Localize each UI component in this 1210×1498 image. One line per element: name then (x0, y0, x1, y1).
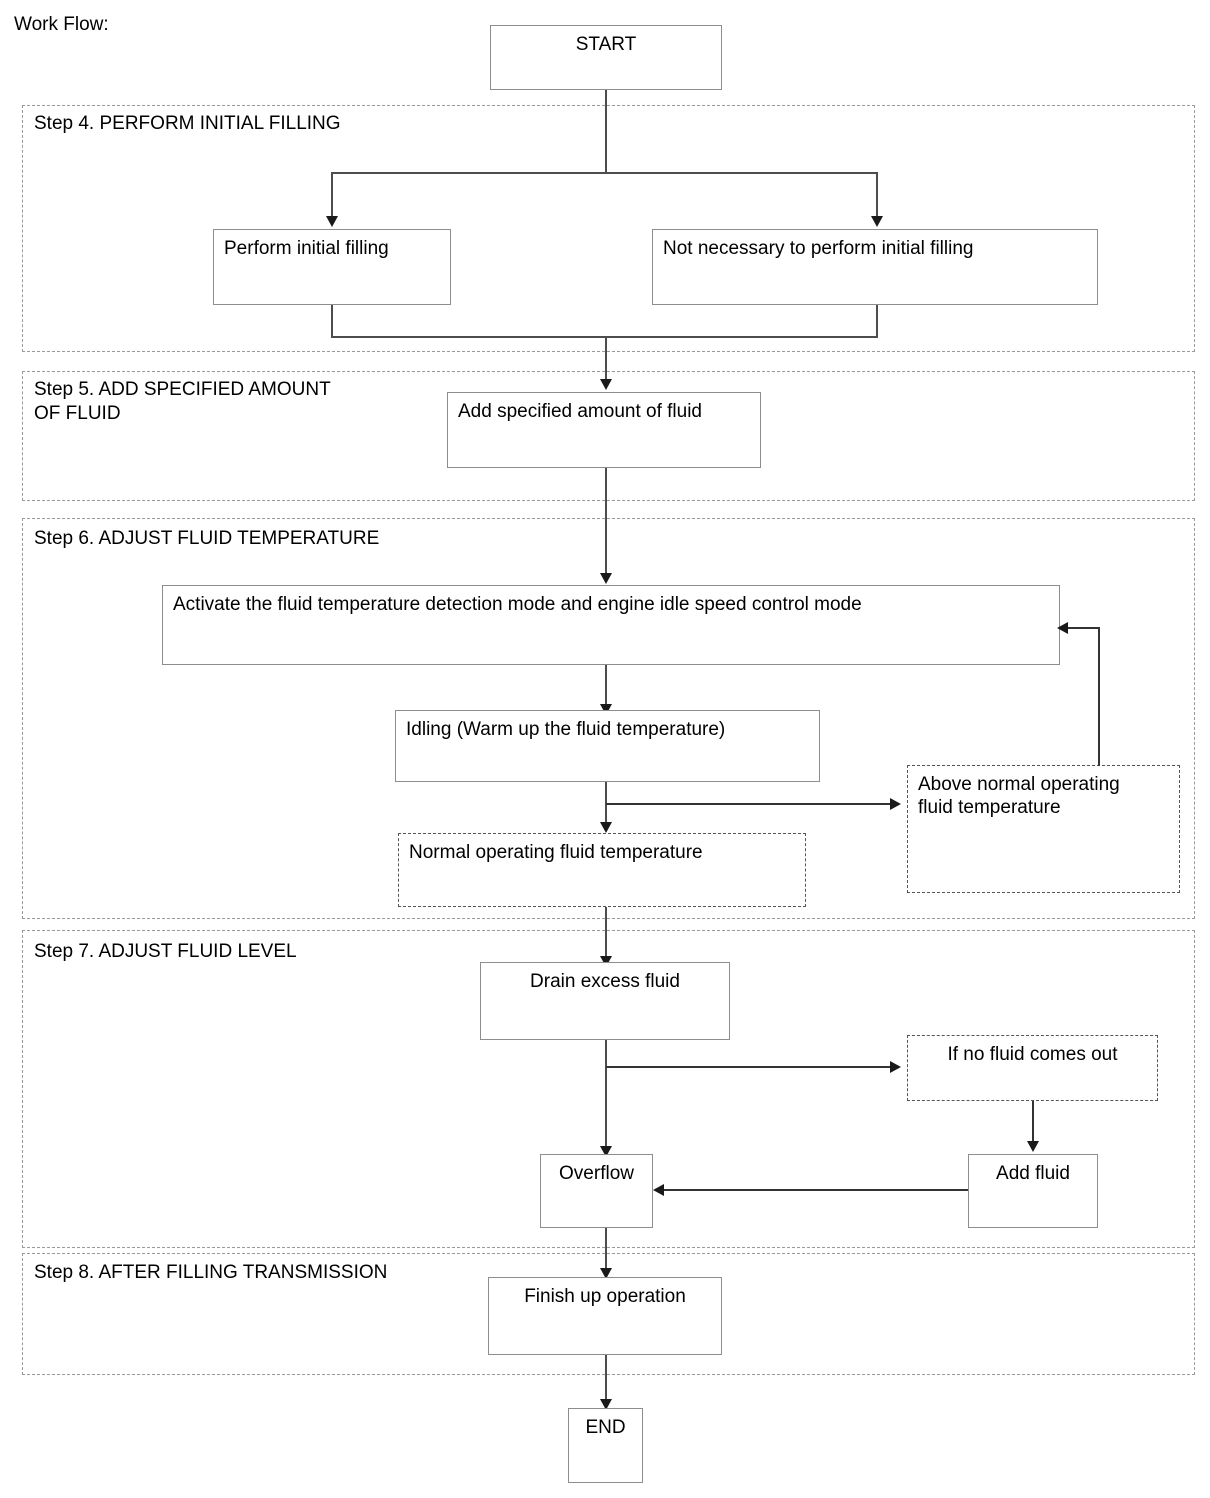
step-container-step7 (22, 930, 1195, 1248)
step-label-step5: Step 5. ADD SPECIFIED AMOUNT OF FLUID (34, 379, 331, 424)
node-normal-operating-fluid-temperature: Normal operating fluid temperature (398, 833, 806, 907)
connector-start-down (605, 90, 607, 173)
node-idling-warm-up: Idling (Warm up the fluid temperature) (395, 710, 820, 782)
connector-feedback-left (1068, 627, 1100, 629)
connector-perform-initial-filling-down (331, 305, 333, 338)
arrowhead-to-overflow-from-add-fluid (653, 1184, 664, 1196)
connector-if-no-fluid-down (1032, 1101, 1034, 1145)
step-container-step6 (22, 518, 1195, 919)
step-label-step6: Step 6. ADJUST FLUID TEMPERATURE (34, 528, 380, 549)
arrowhead-to-activate-detection-mode (600, 573, 612, 584)
step-label-step7: Step 7. ADJUST FLUID LEVEL (34, 941, 297, 962)
step-container-step5 (22, 371, 1195, 501)
arrowhead-to-idling (600, 704, 612, 715)
connector-drain-to-if-no-fluid (606, 1066, 891, 1068)
step-container-step8 (22, 1253, 1195, 1375)
node-above-normal-operating-fluid-temperature: Above normal operating fluid temperature (907, 765, 1180, 893)
connector-drain-down (605, 1040, 607, 1158)
arrowhead-to-not-necessary-initial-filling (871, 216, 883, 227)
connector-overflow-to-finish (605, 1228, 607, 1280)
node-if-no-fluid-comes-out: If no fluid comes out (907, 1035, 1158, 1101)
step-label-step4: Step 4. PERFORM INITIAL FILLING (34, 113, 341, 134)
node-add-fluid: Add fluid (968, 1154, 1098, 1228)
connector-idling-to-above-normal (606, 803, 891, 805)
connector-step5-to-step6 (605, 468, 607, 578)
node-perform-initial-filling: Perform initial filling (213, 229, 451, 305)
connector-step6-to-step7 (605, 907, 607, 964)
connector-activate-to-idling (605, 665, 607, 709)
connector-step4-merge-bus (331, 336, 878, 338)
connector-step4-left-down (331, 172, 333, 217)
arrowhead-to-overflow (600, 1146, 612, 1157)
connector-step4-right-down (876, 172, 878, 217)
arrowhead-feedback-to-activate (1057, 622, 1068, 634)
connector-step4-to-step5 (605, 336, 607, 380)
node-end: END (568, 1408, 643, 1483)
arrowhead-to-drain-excess-fluid (600, 956, 612, 967)
connector-feedback-up (1098, 627, 1100, 766)
arrowhead-to-if-no-fluid (890, 1061, 901, 1073)
arrowhead-to-add-fluid (1027, 1141, 1039, 1152)
node-add-specified-amount-of-fluid: Add specified amount of fluid (447, 392, 761, 468)
arrowhead-to-end (600, 1399, 612, 1410)
step-container-step4 (22, 105, 1195, 352)
arrowhead-to-above-normal-temp (890, 798, 901, 810)
arrowhead-to-add-specified-amount (600, 379, 612, 390)
connector-finish-to-end (605, 1355, 607, 1415)
arrowhead-to-normal-operating-temp (600, 822, 612, 833)
arrowhead-to-finish-up-operation (600, 1268, 612, 1279)
page-title: Work Flow: (14, 14, 109, 35)
node-activate-detection-mode: Activate the fluid temperature detection… (162, 585, 1060, 665)
node-start: START (490, 25, 722, 90)
node-finish-up-operation: Finish up operation (488, 1277, 722, 1355)
node-overflow: Overflow (540, 1154, 653, 1228)
connector-add-fluid-to-overflow (664, 1189, 968, 1191)
connector-not-necessary-down (876, 305, 878, 338)
arrowhead-to-perform-initial-filling (326, 216, 338, 227)
node-drain-excess-fluid: Drain excess fluid (480, 962, 730, 1040)
connector-step4-split-bus (331, 172, 877, 174)
connector-idling-down (605, 782, 607, 828)
node-not-necessary-initial-filling: Not necessary to perform initial filling (652, 229, 1098, 305)
step-label-step8: Step 8. AFTER FILLING TRANSMISSION (34, 1262, 388, 1283)
